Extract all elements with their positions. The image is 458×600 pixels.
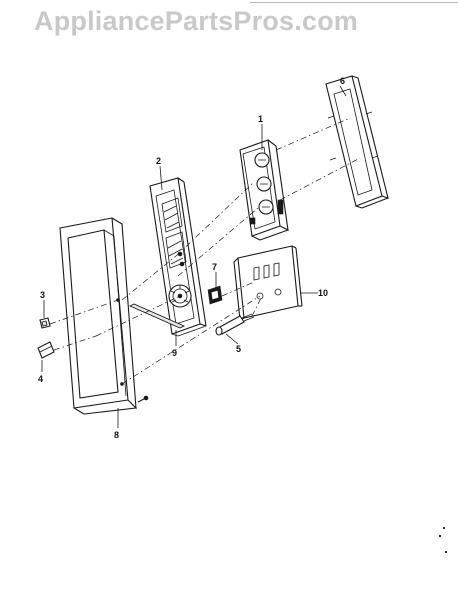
frame-screw [137, 395, 149, 403]
callout-2: 2 [156, 156, 162, 166]
callout-10: 10 [318, 288, 329, 298]
callout-3: 3 [40, 290, 46, 300]
callout-6: 6 [340, 76, 346, 86]
header-rule [250, 2, 458, 3]
assembly-guide-lines [49, 117, 361, 385]
part-1-switch-housing [239, 139, 289, 241]
callout-4: 4 [38, 374, 44, 384]
part-8-outer-frame [59, 217, 137, 415]
part-9-trim-bar [128, 303, 186, 329]
scan-specks [438, 526, 448, 554]
callout-leaders [41, 85, 347, 428]
part-5-lamp-socket [215, 313, 255, 336]
part-4-clip [37, 341, 55, 359]
callout-5: 5 [236, 344, 242, 354]
site-watermark: AppliancePartsPros.com [34, 6, 359, 36]
part-2-control-panel [149, 177, 207, 337]
part-10-mounting-bracket [233, 245, 303, 321]
callout-1: 1 [258, 114, 264, 124]
part-6-frame-bracket [325, 75, 389, 209]
part-3-knob [39, 317, 51, 329]
callout-9: 9 [172, 348, 178, 358]
callout-7: 7 [212, 262, 218, 272]
part-7-rocker-switch [207, 285, 223, 305]
callout-8: 8 [114, 430, 120, 440]
